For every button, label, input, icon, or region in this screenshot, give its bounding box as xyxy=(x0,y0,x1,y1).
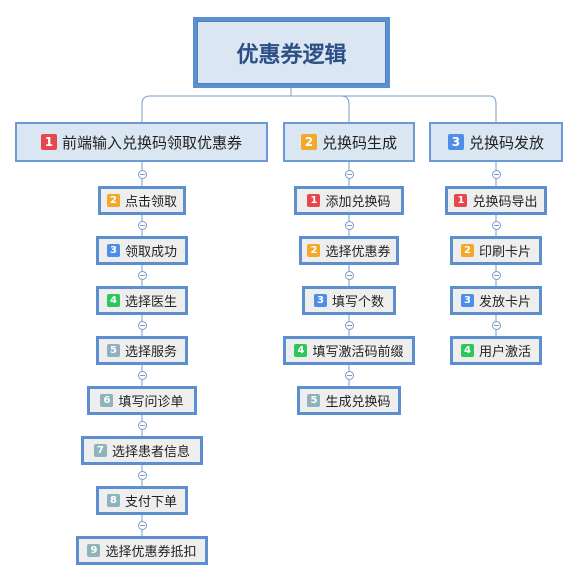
priority-badge: 3 xyxy=(313,294,327,307)
collapse-toggle[interactable] xyxy=(344,169,354,179)
collapse-toggle[interactable] xyxy=(344,221,354,230)
collapse-toggle[interactable] xyxy=(137,471,147,480)
leaf-label: 选择优惠券抵扣 xyxy=(105,545,197,560)
priority-badge: 2 xyxy=(307,244,321,257)
leaf-label: 选择优惠券 xyxy=(325,245,391,260)
collapse-toggle[interactable] xyxy=(137,221,147,230)
leaf-label: 添加兑换码 xyxy=(325,195,391,210)
leaf-label: 生成兑换码 xyxy=(325,395,391,410)
leaf-label: 发放卡片 xyxy=(478,295,531,310)
priority-badge: 2 xyxy=(106,194,120,207)
priority-badge: 7 xyxy=(93,444,107,457)
branch-label: 前端输入兑换码领取优惠券 xyxy=(61,133,242,152)
leaf-label: 用户激活 xyxy=(478,345,531,360)
root-node[interactable]: 优惠券逻辑 xyxy=(193,17,390,88)
leaf-node[interactable]: 3 领取成功 xyxy=(96,236,188,265)
priority-badge: 2 xyxy=(460,244,474,257)
priority-badge: 4 xyxy=(294,344,308,357)
leaf-node[interactable]: 2 印刷卡片 xyxy=(450,236,542,265)
priority-badge: 2 xyxy=(300,134,317,150)
collapse-toggle[interactable] xyxy=(344,321,354,330)
leaf-label: 点击领取 xyxy=(124,195,177,210)
priority-badge: 3 xyxy=(460,294,474,307)
leaf-label: 填写个数 xyxy=(331,295,384,310)
leaf-node[interactable]: 3 填写个数 xyxy=(302,286,396,315)
leaf-node[interactable]: 4 用户激活 xyxy=(450,336,542,365)
leaf-label: 填写激活码前缀 xyxy=(312,345,404,360)
leaf-label: 选择患者信息 xyxy=(111,445,190,460)
collapse-toggle[interactable] xyxy=(491,271,501,280)
root-label: 优惠券逻辑 xyxy=(236,42,347,68)
priority-badge: 5 xyxy=(307,394,321,407)
collapse-toggle[interactable] xyxy=(491,221,501,230)
collapse-toggle[interactable] xyxy=(137,169,147,179)
priority-badge: 4 xyxy=(460,344,474,357)
leaf-node[interactable]: 2 选择优惠券 xyxy=(299,236,399,265)
collapse-toggle[interactable] xyxy=(344,371,354,380)
leaf-label: 领取成功 xyxy=(124,245,177,260)
priority-badge: 3 xyxy=(447,134,464,150)
collapse-toggle[interactable] xyxy=(344,271,354,280)
collapse-toggle[interactable] xyxy=(137,421,147,430)
priority-badge: 6 xyxy=(100,394,114,407)
leaf-label: 印刷卡片 xyxy=(478,245,531,260)
priority-badge: 1 xyxy=(307,194,321,207)
priority-badge: 1 xyxy=(454,194,468,207)
leaf-node[interactable]: 5 生成兑换码 xyxy=(297,386,401,415)
branch-connector xyxy=(340,95,350,122)
leaf-node[interactable]: 7 选择患者信息 xyxy=(81,436,203,465)
priority-badge: 5 xyxy=(106,344,120,357)
priority-badge: 8 xyxy=(106,494,120,507)
leaf-node[interactable]: 5 选择服务 xyxy=(96,336,188,365)
collapse-toggle[interactable] xyxy=(491,321,501,330)
branch-connector xyxy=(141,95,151,122)
leaf-label: 支付下单 xyxy=(124,495,177,510)
leaf-node[interactable]: 1 兑换码导出 xyxy=(445,186,547,215)
branch-label: 兑换码生成 xyxy=(321,133,397,152)
leaf-label: 选择医生 xyxy=(124,295,177,310)
leaf-node[interactable]: 1 添加兑换码 xyxy=(294,186,404,215)
leaf-node[interactable]: 9 选择优惠券抵扣 xyxy=(76,536,208,565)
leaf-node[interactable]: 2 点击领取 xyxy=(98,186,186,215)
collapse-toggle[interactable] xyxy=(137,371,147,380)
priority-badge: 3 xyxy=(106,244,120,257)
branch-connector xyxy=(489,95,497,122)
priority-badge: 9 xyxy=(87,544,101,557)
priority-badge: 4 xyxy=(106,294,120,307)
leaf-node[interactable]: 4 填写激活码前缀 xyxy=(283,336,415,365)
leaf-node[interactable]: 3 发放卡片 xyxy=(450,286,542,315)
collapse-toggle[interactable] xyxy=(137,271,147,280)
branch-label: 兑换码发放 xyxy=(468,133,544,152)
leaf-node[interactable]: 6 填写问诊单 xyxy=(87,386,197,415)
collapse-toggle[interactable] xyxy=(491,169,501,179)
leaf-node[interactable]: 4 选择医生 xyxy=(96,286,188,315)
leaf-label: 填写问诊单 xyxy=(118,395,184,410)
leaf-node[interactable]: 8 支付下单 xyxy=(96,486,188,515)
leaf-label: 兑换码导出 xyxy=(472,195,538,210)
priority-badge: 1 xyxy=(40,134,57,150)
leaf-label: 选择服务 xyxy=(124,345,177,360)
collapse-toggle[interactable] xyxy=(137,521,147,530)
collapse-toggle[interactable] xyxy=(137,321,147,330)
